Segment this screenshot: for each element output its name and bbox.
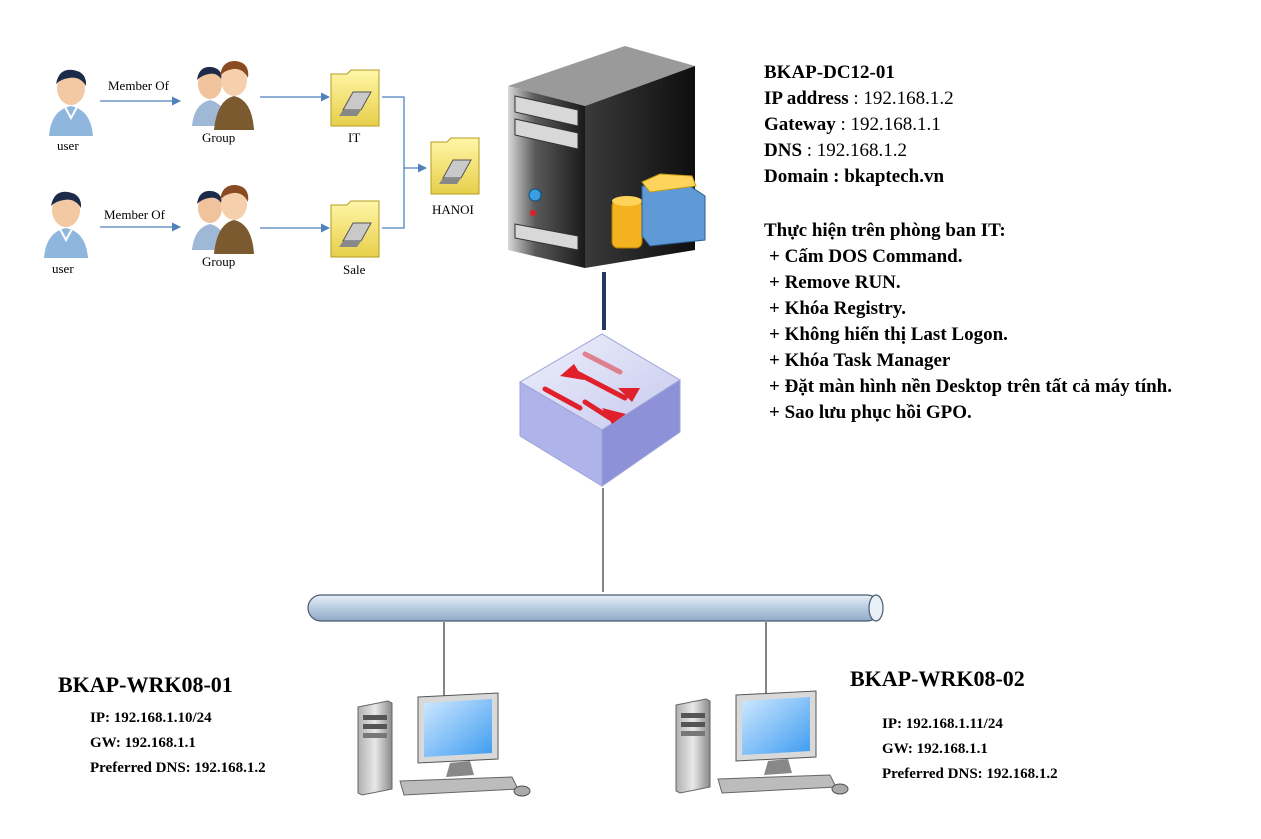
server-domain-value: : bkaptech.vn (828, 166, 945, 187)
workstation-gw: GW: 192.168.1.1 (882, 741, 988, 757)
server-gateway-value: : 192.168.1.1 (835, 114, 941, 135)
task-heading: Thực hiện trên phòng ban IT: (764, 220, 1006, 241)
member-of-label: Member Of (104, 207, 166, 222)
server-domain-key: Domain (764, 166, 829, 187)
ou-to-hanoi-connector (382, 96, 405, 229)
user-icon (49, 69, 93, 136)
server-icon (508, 46, 706, 268)
task-list: Thực hiện trên phòng ban IT: + Cấm DOS C… (764, 218, 1172, 426)
ou-label-it: IT (348, 130, 361, 145)
workstation-ip: IP: 192.168.1.10/24 (90, 710, 212, 726)
group-label: Group (202, 254, 236, 269)
workstation-gw: GW: 192.168.1.1 (90, 735, 196, 751)
switch-arrows (542, 351, 628, 421)
ou-label-hanoi: HANOI (432, 202, 474, 217)
group-icon (192, 60, 254, 130)
ou-folder-icon (430, 137, 480, 195)
workstation-icon (357, 692, 531, 797)
connector-lines (100, 92, 427, 233)
task-item: + Không hiển thị Last Logon. (769, 324, 1008, 345)
network-bus (307, 594, 884, 622)
server-dns-value: : 192.168.1.2 (802, 140, 908, 161)
ou-label-sale: Sale (343, 262, 366, 277)
user-label: user (52, 261, 74, 276)
task-item: + Đặt màn hình nền Desktop trên tất cả m… (769, 376, 1172, 397)
task-item: + Sao lưu phục hồi GPO. (769, 402, 972, 423)
server-info: BKAP-DC12-01 IP address : 192.168.1.2 Ga… (764, 60, 954, 190)
user-icon (44, 191, 88, 258)
server-gateway-key: Gateway (764, 114, 836, 135)
workstation-name: BKAP-WRK08-01 (58, 672, 233, 697)
server-ip-key: IP address (764, 88, 849, 109)
member-of-label: Member Of (108, 78, 170, 93)
workstation-info: IP: 192.168.1.11/24 GW: 192.168.1.1 Pref… (882, 712, 1058, 787)
user-label: user (57, 138, 79, 153)
workstation-dns: Preferred DNS: 192.168.1.2 (90, 760, 266, 776)
task-item: + Remove RUN. (769, 272, 901, 293)
workstation-ip: IP: 192.168.1.11/24 (882, 716, 1003, 732)
ou-folder-icon (330, 69, 380, 127)
ou-folder-icon (330, 200, 380, 258)
server-ip-value: : 192.168.1.2 (848, 88, 954, 109)
switch-icon (519, 333, 681, 487)
group-label: Group (202, 130, 236, 145)
workstation-dns: Preferred DNS: 192.168.1.2 (882, 766, 1058, 782)
workstation-icon (675, 690, 849, 795)
workstation-name: BKAP-WRK08-02 (850, 666, 1025, 691)
task-item: + Khóa Task Manager (769, 350, 951, 371)
group-icon (192, 184, 254, 254)
workstation-info: IP: 192.168.1.10/24 GW: 192.168.1.1 Pref… (90, 706, 266, 781)
task-item: + Khóa Registry. (769, 298, 906, 319)
task-item: + Cấm DOS Command. (769, 246, 963, 267)
server-name: BKAP-DC12-01 (764, 62, 895, 83)
server-dns-key: DNS (764, 140, 803, 161)
